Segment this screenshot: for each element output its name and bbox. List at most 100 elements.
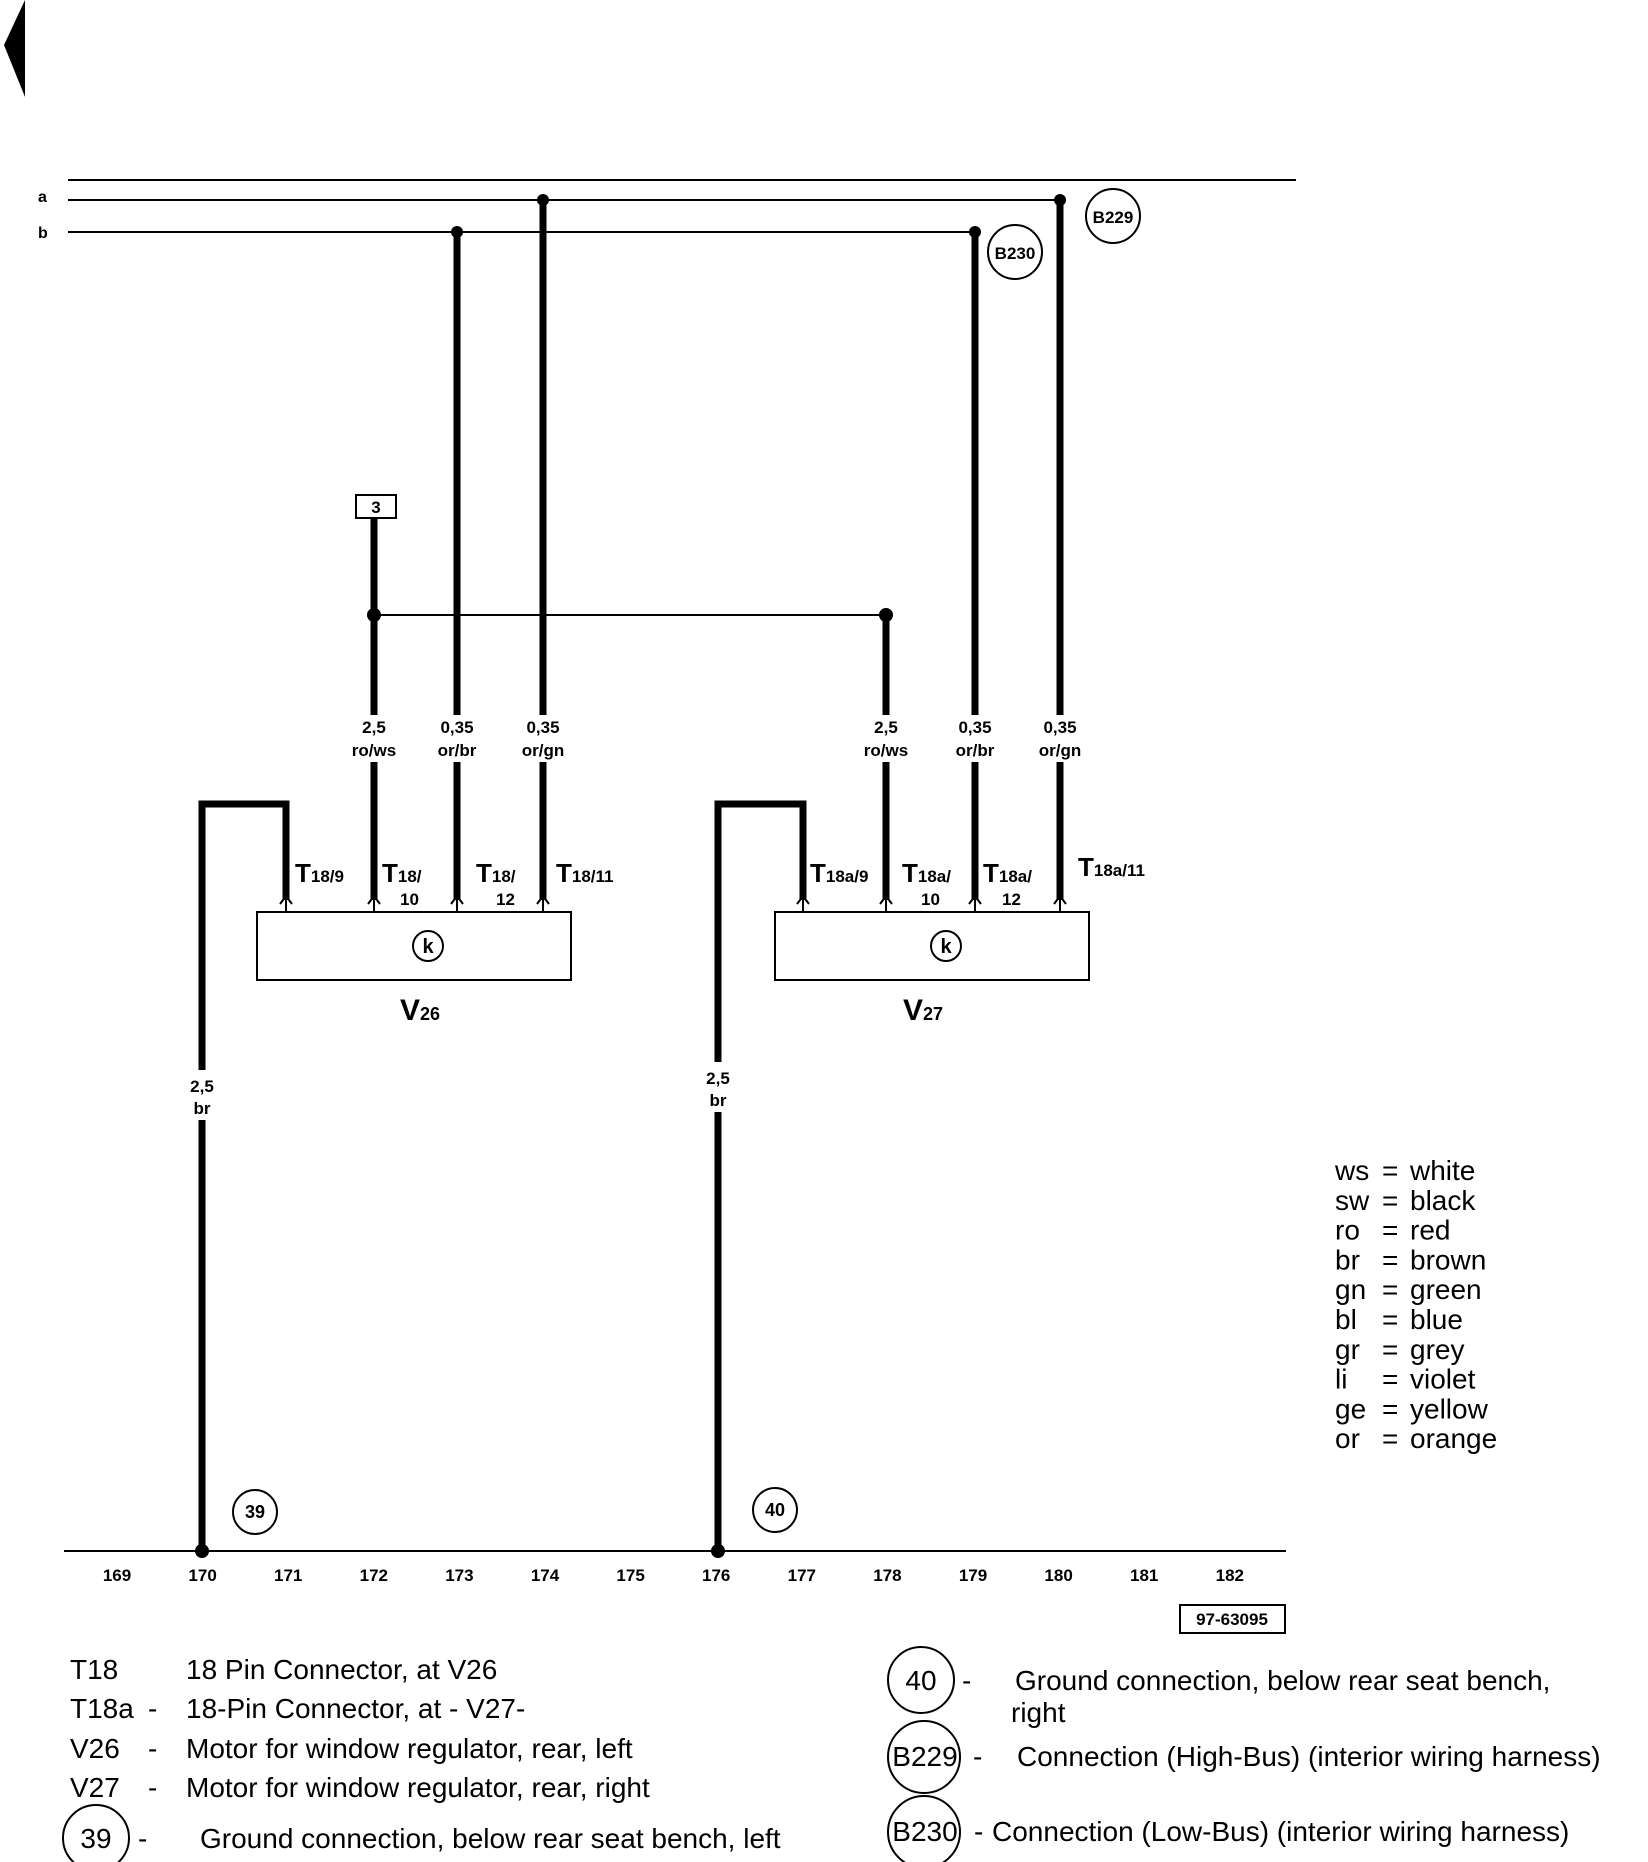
legend-dash: - [148,1693,157,1724]
legend-code: 39 [80,1823,111,1854]
legend-text: Connection (Low-Bus) (interior wiring ha… [992,1816,1569,1847]
back-arrow-icon[interactable] [4,0,25,97]
color-equals: = [1382,1364,1398,1395]
junction-dot [195,1544,209,1558]
color-name: orange [1410,1423,1497,1454]
ground-39-symbol [232,1489,278,1535]
legend-code: V27 [70,1772,120,1803]
legend-text: 18 Pin Connector, at V26 [186,1654,497,1685]
legend-item-t18a: T18a - 18-Pin Connector, at - V27- [70,1693,525,1724]
legend-item-b229: B229 - Connection (High-Bus) (interior w… [887,1720,1601,1794]
ground-40-symbol [752,1487,798,1533]
color-equals: = [1382,1215,1398,1246]
legend-code: B230 [892,1816,957,1847]
wire-color-label: or/gn [522,741,565,760]
wire-size-label: 0,35 [958,718,991,737]
wire-label-bg [180,1070,224,1120]
color-equals: = [1382,1423,1398,1454]
track-number: 175 [616,1566,644,1585]
motor-v27-symbol-letter: k [940,936,952,958]
pin-arrows-right [796,894,1067,912]
legend-text: Motor for window regulator, rear, left [186,1733,633,1764]
pin-label-t18a-11: T18a/11 [1078,852,1145,882]
legend-item-t18: T18 18 Pin Connector, at V26 [70,1654,497,1685]
color-code: bl [1335,1304,1357,1335]
track-number: 173 [445,1566,473,1585]
track-number: 171 [274,1566,302,1585]
color-code: li [1335,1364,1347,1395]
legend-item-g40: 40 - Ground connection, below rear seat … [887,1646,1550,1728]
color-name: blue [1410,1304,1463,1335]
legend-b230-symbol [887,1795,961,1862]
color-code: ro [1335,1215,1360,1246]
legend-dash: - [148,1733,157,1764]
wire-label-bg [696,1062,740,1112]
wire-size-label: 0,35 [1043,718,1076,737]
motor-v26-symbol [412,930,444,962]
legend-item-b230: B230 - Connection (Low-Bus) (interior wi… [887,1795,1569,1862]
color-equals: = [1382,1244,1398,1275]
track-number: 179 [959,1566,987,1585]
color-equals: = [1382,1334,1398,1365]
legend-text: Connection (High-Bus) (interior wiring h… [1017,1741,1601,1772]
motor-v27-label: V27 [903,994,943,1027]
pin-label-t18-10-line2: 10 [400,890,419,909]
junction-dot [711,1544,725,1558]
color-equals: = [1382,1185,1398,1216]
reference-code-box [1179,1604,1286,1634]
legend-code: V26 [70,1733,120,1764]
motor-v27-symbol [930,930,962,962]
wire-br-ground-left [198,800,290,1551]
wire-color-label: br [710,1091,727,1110]
bus-label-b: b [38,225,48,242]
wire-size-label: 2,5 [362,718,386,737]
color-code: gn [1335,1274,1366,1305]
pin-label-t18-12: T18/ [476,858,516,888]
color-name: white [1409,1155,1475,1186]
pin-label-t18a-12-line2: 12 [1002,890,1021,909]
pin-label-t18a-12: T18a/ [983,858,1032,888]
pin-label-t18a-10-line2: 10 [921,890,940,909]
ground-39-label: 39 [245,1502,265,1522]
legend-code: T18 [70,1654,118,1685]
color-code: br [1335,1244,1360,1275]
wire-size-label: 2,5 [706,1069,730,1088]
pin-label-t18-9: T18/9 [295,858,344,888]
color-equals: = [1382,1393,1398,1424]
legend-code: 40 [905,1665,936,1696]
ground-40-label: 40 [765,1500,785,1520]
wire-size-label: 2,5 [190,1077,214,1096]
color-name: black [1410,1185,1476,1216]
color-name: brown [1410,1244,1486,1275]
pin-label-t18-12-line2: 12 [496,890,515,909]
connection-b230-label: B230 [995,244,1036,263]
pin-label-t18-10: T18/ [382,858,422,888]
color-equals: = [1382,1304,1398,1335]
legend-text: Ground connection, below rear seat bench… [200,1823,781,1854]
legend-dash: - [962,1665,971,1696]
motor-v26-label: V26 [400,994,440,1027]
reference-code: 97-63095 [1196,1610,1268,1629]
track-number: 177 [788,1566,816,1585]
color-name: violet [1410,1364,1476,1395]
legend-dash: - [974,1816,983,1847]
track-number: 176 [702,1566,730,1585]
legend-dash: - [973,1741,982,1772]
wire-color-label: or/gn [1039,741,1082,760]
connection-b229-symbol [1085,188,1141,244]
color-code-legend: ws=whitesw=blackro=redbr=browngn=greenbl… [1334,1155,1497,1454]
legend-text: Ground connection, below rear seat bench… [1015,1665,1550,1696]
wire-color-label: or/br [956,741,995,760]
legend-dash: - [148,1772,157,1803]
color-name: grey [1410,1334,1464,1365]
legend-ground-39-symbol [62,1804,130,1862]
color-equals: = [1382,1155,1398,1186]
color-name: red [1410,1215,1450,1246]
color-code: ws [1334,1155,1369,1186]
pin-label-t18-11: T18/11 [556,858,614,888]
wire-color-label: br [194,1099,211,1118]
legend-text: Motor for window regulator, rear, right [186,1772,650,1803]
wire-size-label: 0,35 [526,718,559,737]
track-number: 181 [1130,1566,1158,1585]
wire-color-label: ro/ws [352,741,396,760]
